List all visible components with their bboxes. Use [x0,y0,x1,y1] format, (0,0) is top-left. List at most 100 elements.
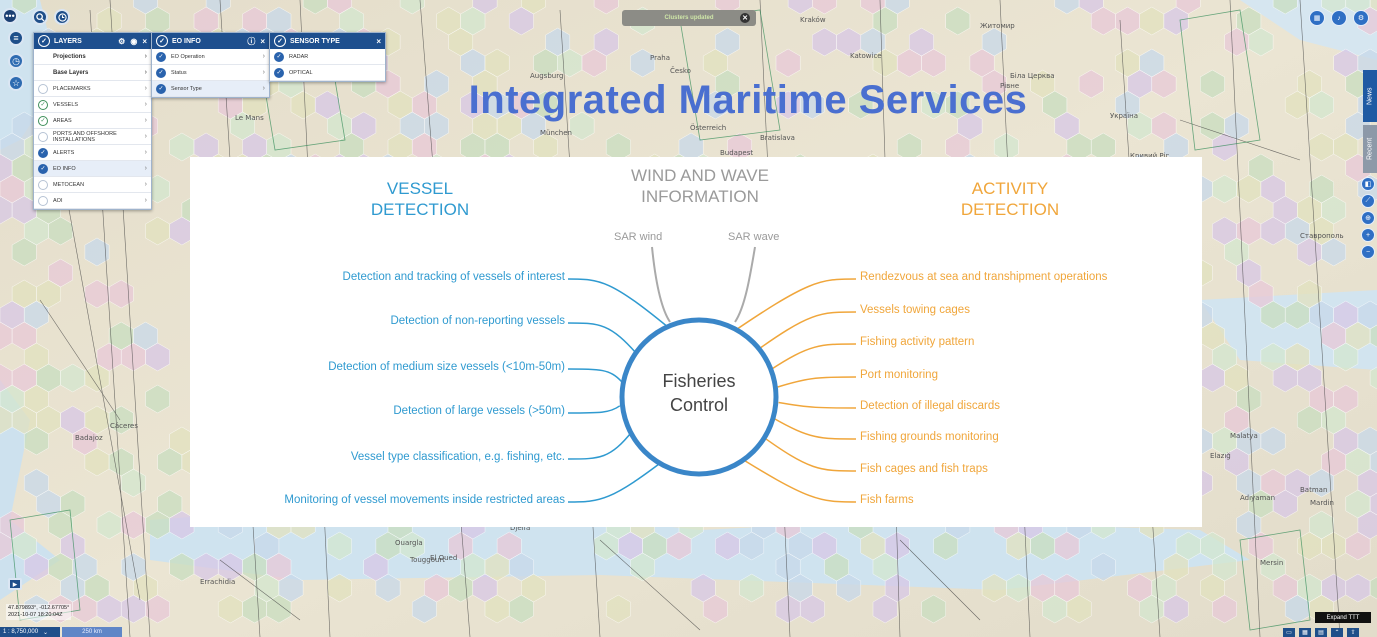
recent-tab[interactable]: Recent [1363,125,1377,173]
cluster-hex [945,6,971,36]
layers-icon[interactable]: ≡ [8,30,24,46]
cluster-hex [1369,576,1377,600]
chevron-up-icon[interactable]: ⌃ [1331,628,1343,637]
settings-icon[interactable]: ⚙ [1353,10,1369,26]
close-icon[interactable]: × [376,36,381,46]
cluster-hex [145,384,170,414]
history-search-icon[interactable]: ◷ [8,53,24,69]
activity-detection-line2: DETECTION [960,200,1060,219]
cluster-hex [1066,594,1092,624]
clock-icon[interactable] [54,9,70,25]
map-city-label: Errachidia [200,578,235,586]
table-view-icon[interactable]: ▦ [1299,628,1311,637]
checkbox-icon[interactable]: ✓ [38,163,48,174]
sensor-type-item[interactable]: ✓RADAR [270,49,385,65]
layer-item-label: PORTS AND OFFSHORE INSTALLATIONS [53,130,117,143]
map-city-label: Cáceres [110,422,138,430]
search-icon[interactable] [32,9,48,25]
layer-item[interactable]: Projections› [34,49,151,65]
checkbox-icon[interactable]: ✓ [38,147,48,158]
check-icon[interactable]: ✓ [156,35,168,47]
activity-detection-item: Rendezvous at sea and transhipment opera… [860,271,1108,283]
tool-icon[interactable]: ◧ [1361,177,1375,191]
map-view-icon[interactable]: ▭ [1283,628,1295,637]
expand-ttt-button[interactable]: Expand TTT [1315,612,1371,623]
checkbox-icon[interactable]: ✓ [156,83,166,94]
close-icon[interactable]: × [142,36,147,46]
vessel-detection-item: Detection and tracking of vessels of int… [342,271,565,283]
checkbox-icon[interactable]: ✓ [38,99,48,110]
map-city-label: Praha [650,54,670,62]
toast-close-icon[interactable]: ✕ [740,13,750,23]
cluster-hex [605,132,631,162]
arrow-up-icon[interactable]: ⇧ [1347,628,1359,637]
check-icon[interactable]: ✓ [38,35,50,47]
cluster-hex [23,426,49,456]
connector-line [777,376,857,388]
eye-icon[interactable]: ◉ [130,36,138,46]
connector-line [723,278,857,339]
eo-info-panel-title: EO INFO [172,37,201,45]
map-city-label: Житомир [980,22,1015,30]
checkbox-icon[interactable] [38,179,48,190]
eo-info-item[interactable]: ✓EO Operation› [152,49,269,65]
layer-item[interactable]: ✓VESSELS› [34,97,151,113]
folder-icon[interactable]: ▤ [1315,628,1327,637]
toast-text: Clusters updated [664,15,714,21]
star-icon[interactable]: ☆ [8,75,24,91]
layer-item[interactable]: ✓AREAS› [34,113,151,129]
cluster-hex [1054,531,1080,561]
layer-item[interactable]: Base Layers› [34,65,151,81]
fisheries-control-infographic: VESSEL DETECTION WIND AND WAVE INFORMATI… [190,157,1202,527]
eo-info-item[interactable]: ✓Status› [152,65,269,81]
gear-icon[interactable]: ⚙ [118,36,126,46]
ruler-icon[interactable]: ⟋ [1361,194,1375,208]
cluster-hex [1248,27,1274,57]
layer-item[interactable]: ✓EO INFO› [34,161,151,177]
cursor-coordinates: 47.879893°, -012.67705° 2021-10-07 18:20… [6,604,72,620]
grid-icon[interactable]: ▦ [1309,10,1325,26]
close-icon[interactable]: × [260,36,265,46]
checkbox-icon[interactable]: ✓ [274,51,284,62]
vessel-detection-item: Monitoring of vessel movements inside re… [284,494,565,506]
fisheries-control-ring [619,317,779,477]
expand-panel-icon[interactable]: ▸ [8,578,22,590]
zoom-in-icon[interactable]: + [1361,228,1375,242]
checkbox-icon[interactable] [38,131,48,142]
checkbox-icon[interactable] [38,195,48,206]
cluster-hex [399,531,425,561]
bell-icon[interactable]: ♪ [1331,10,1347,26]
layer-item[interactable]: PLACEMARKS› [34,81,151,97]
checkbox-icon[interactable]: ✓ [38,115,48,126]
map-city-label: München [540,129,572,137]
checkbox-icon[interactable] [38,83,48,94]
eo-info-item[interactable]: ✓Sensor Type› [152,81,269,97]
checkbox-icon[interactable]: ✓ [156,51,166,62]
sensor-type-item-label: OPTICAL [289,69,313,76]
checkbox-icon[interactable]: ✓ [274,67,284,78]
infographic-connectors [567,246,857,503]
center-label-line1: Fisheries [662,371,736,391]
layer-item[interactable]: PORTS AND OFFSHORE INSTALLATIONS› [34,129,151,145]
wind-wave-heading: WIND AND WAVE INFORMATION [600,165,800,207]
layer-item[interactable]: METOCEAN› [34,177,151,193]
layer-item[interactable]: AOI› [34,193,151,209]
zoom-out-icon[interactable]: − [1361,245,1375,259]
page-title: Integrated Maritime Services [468,78,1028,122]
timestamp-text: 2021-10-07 18:20:04Z [8,612,63,618]
cluster-hex [508,6,534,36]
sensor-type-item[interactable]: ✓ OPTICAL [270,65,385,81]
news-tab[interactable]: News [1363,70,1377,122]
map-city-label: Österreich [690,123,726,132]
info-icon[interactable]: ⓘ [247,36,256,46]
logo-icon[interactable]: ••• [2,8,18,24]
map-city-label: Kraków [800,16,826,24]
scale-select[interactable]: 1 : 8,750,000 ⌄ [0,627,60,637]
checkbox-icon[interactable]: ✓ [156,67,166,78]
cluster-hex [921,48,946,78]
layer-item[interactable]: ✓ALERTS› [34,145,151,161]
cluster-hex [1090,552,1116,582]
chevron-right-icon: › [262,69,265,76]
check-icon[interactable]: ✓ [274,35,286,47]
locate-icon[interactable]: ⊕ [1361,211,1375,225]
